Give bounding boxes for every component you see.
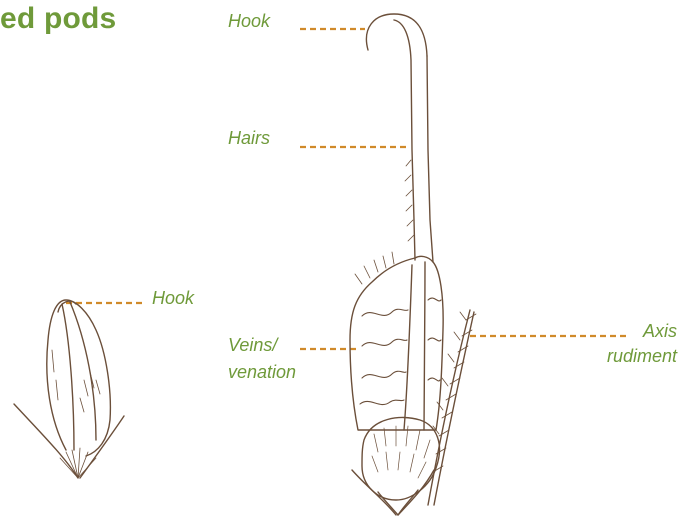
base-glume-left <box>352 470 396 515</box>
axis-rudiment <box>428 310 470 505</box>
small-pod-fold-1 <box>62 304 74 450</box>
seed-hairs <box>372 426 430 478</box>
veins <box>360 298 441 405</box>
small-pod <box>14 300 124 478</box>
leader-lines <box>66 29 628 349</box>
midrib-2 <box>424 262 425 430</box>
pod-body <box>350 256 443 430</box>
awn-left <box>394 20 415 260</box>
midrib <box>404 265 412 430</box>
large-pod <box>350 14 476 515</box>
small-pod-marks <box>52 350 100 412</box>
awn-right <box>427 56 433 262</box>
